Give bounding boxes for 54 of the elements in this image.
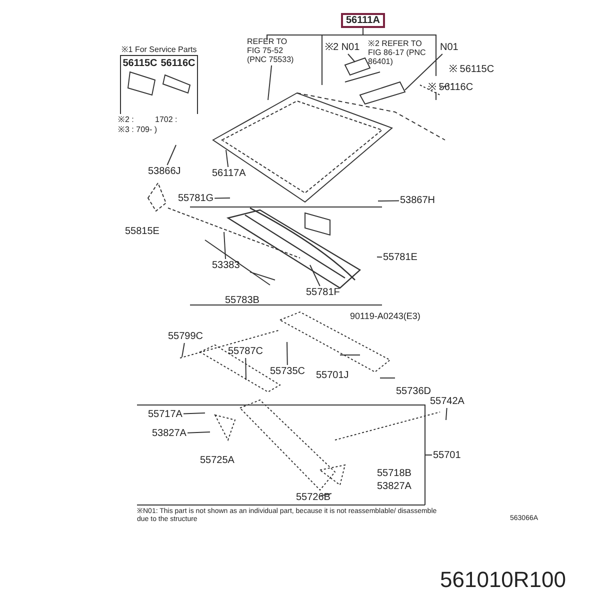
- reference-note: REFER TO FIG 75-52 (PNC 75533): [247, 38, 295, 64]
- leader-line: [182, 342, 185, 358]
- leader-line: [182, 412, 206, 414]
- part-number: 55799C: [168, 331, 204, 342]
- part-number: ※ 56116C: [428, 82, 474, 93]
- leader-line: [286, 342, 288, 366]
- part-number: ※ 56115C: [449, 64, 494, 75]
- part-number: 56111A: [341, 13, 385, 28]
- part-number: 53867H: [400, 195, 436, 206]
- part-number: 55726B: [296, 492, 330, 503]
- part-number: 55781G: [178, 193, 214, 204]
- part-number: 55787C: [228, 346, 264, 357]
- part-number: 53866J: [148, 166, 181, 177]
- leader-line: [166, 144, 176, 166]
- leader-line: [224, 232, 226, 260]
- part-number: 55781F: [306, 287, 340, 298]
- part-number: 56115C: [122, 58, 158, 69]
- reference-note: ※2 REFER TO FIG 86-17 (PNC 86401): [368, 40, 426, 66]
- leader-line: [214, 198, 230, 199]
- leader-line: [245, 358, 246, 380]
- leader-line: [348, 54, 356, 62]
- part-number: 56117A: [212, 168, 246, 179]
- part-number: 90119-A0243(E3): [350, 312, 420, 322]
- part-number: N01: [440, 42, 458, 53]
- leader-line: [446, 408, 448, 420]
- part-number: 53383: [212, 260, 240, 271]
- leader-line: [226, 150, 229, 168]
- leader-line: [186, 432, 210, 434]
- part-number: 55701J: [316, 370, 349, 381]
- leader-line: [376, 256, 382, 258]
- leader-line: [378, 200, 400, 202]
- footnote: ※2 :: [118, 116, 134, 125]
- part-number: 56116C: [160, 58, 196, 69]
- footnote: 1702 :: [155, 116, 178, 125]
- leader-line: [320, 492, 332, 496]
- leader-line: [310, 264, 320, 286]
- part-number: 55736D: [396, 386, 432, 397]
- part-number: ※2 N01: [325, 42, 360, 53]
- leader-line: [404, 54, 443, 90]
- part-number: 55718B: [377, 468, 412, 479]
- part-number: 55725A: [200, 455, 234, 466]
- part-number: 53827A: [152, 428, 186, 439]
- footnote: ※3 : 709- ): [118, 126, 158, 135]
- part-number: 53827A: [377, 481, 412, 492]
- part-number: 55742A: [430, 396, 464, 407]
- part-number: 55701: [433, 450, 461, 461]
- part-number: 55815E: [125, 226, 160, 237]
- part-number: 55783B: [225, 295, 260, 306]
- leader-line: [268, 64, 272, 100]
- part-number: 55717A: [148, 409, 182, 420]
- part-number: 55781E: [383, 252, 418, 263]
- part-number: 561010R100: [440, 568, 566, 592]
- part-number: 55735C: [270, 366, 306, 377]
- table-heading: ※1 For Service Parts: [120, 46, 198, 55]
